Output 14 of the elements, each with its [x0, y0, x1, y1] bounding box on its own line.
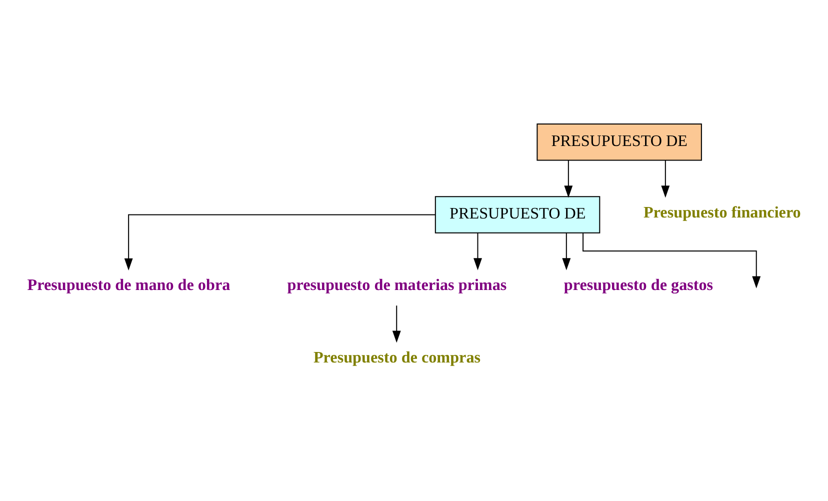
arrow [124, 214, 436, 270]
node-text: Presupuesto de mano de obra [27, 276, 230, 294]
node-text: Presupuesto de compras [313, 349, 481, 366]
node-text: presupuesto de gastos [564, 276, 714, 294]
arrow [392, 305, 401, 342]
arrow [564, 160, 573, 198]
node-box: PRESUPUESTO DE [434, 196, 600, 233]
arrow [474, 232, 482, 270]
arrow [562, 232, 571, 270]
arrow [661, 160, 670, 198]
node-text: Presupuesto financiero [644, 204, 801, 222]
node-text: presupuesto de materias primas [287, 276, 507, 294]
node-box: PRESUPUESTO DE [536, 123, 702, 160]
arrow [582, 232, 761, 288]
